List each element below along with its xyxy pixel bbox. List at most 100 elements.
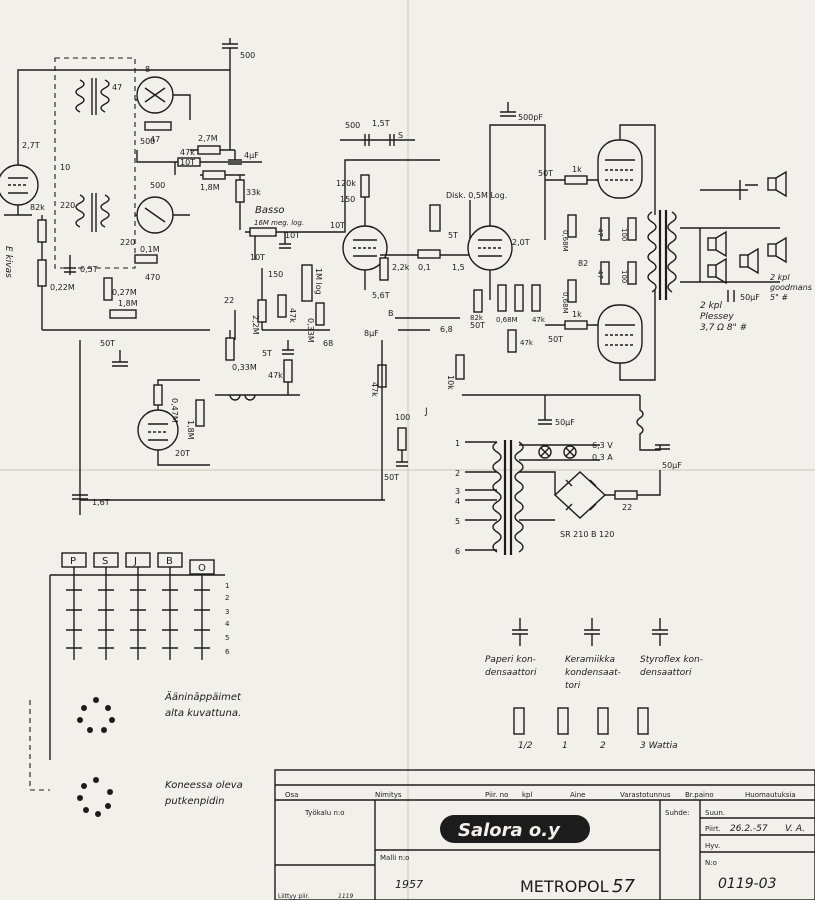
switch-key-s[interactable]: S	[93, 552, 119, 568]
label-r1k-a: 1k	[572, 165, 582, 174]
label-8: 8	[145, 65, 150, 74]
label-r0-47m: 0,47M	[170, 398, 179, 423]
label-2-7t: 2,7T	[22, 141, 40, 150]
output-tube-upper	[597, 139, 643, 199]
label-c1-5t: 1,5T	[372, 119, 390, 128]
col-aine: Aine	[570, 791, 585, 799]
resistor-1-8m-c	[195, 399, 205, 427]
salora-logo-text: Salora o.y	[458, 820, 561, 841]
tone-control-stage: Basso 16M meg. log. 10T 2,2M 47k 1M log …	[215, 205, 333, 401]
label-10: 10	[60, 163, 70, 172]
legend-styroflex-cap: Styroflex kon-densaattori	[640, 655, 703, 678]
legend-res-3-label: 3 Wattia	[640, 741, 678, 751]
speaker-icon-ext	[767, 170, 787, 198]
label-basso: Basso	[255, 205, 285, 216]
resistor-47-b	[600, 261, 610, 285]
label-r47k-f: 47k	[532, 316, 546, 324]
label-r22: 22	[622, 503, 632, 512]
label-filament-a: 0,3 A	[592, 453, 613, 462]
col-brpaino: Br.paino	[685, 791, 714, 799]
label-c50uf-a: 50μF	[555, 418, 575, 427]
label-r47-mid: 47	[150, 135, 160, 144]
label-c10t-a: 10T	[285, 231, 300, 240]
title-block: Osa Nimitys Piir. no kpl Aine Varastotun…	[274, 769, 815, 900]
row-3: 3	[225, 608, 229, 616]
lamp-icon-1	[538, 445, 552, 459]
label-r47-a: 47	[596, 228, 604, 237]
label-c50uf-b: 50μF	[740, 293, 760, 302]
label-c0-5t: 0,5T	[80, 265, 98, 274]
output-stage: 50T 1k 1k 0,68M 0,68M 82 47 47 100 10	[538, 124, 812, 381]
label-r100-a: 100	[395, 413, 410, 422]
tube-holder-icon	[77, 777, 113, 817]
label-c22: 22	[224, 296, 234, 305]
label-r0-68m-c: 0,68M	[561, 292, 569, 314]
label-b: B	[388, 309, 394, 318]
resistor-22	[614, 490, 638, 500]
resistor-0-68m-a	[497, 284, 507, 312]
label-r100-b: 100	[620, 228, 628, 241]
label-c220: 220	[120, 238, 135, 247]
diode-tube-lower	[136, 196, 174, 234]
row-4: 4	[225, 620, 230, 628]
switch-key-j[interactable]: J	[125, 552, 151, 568]
label-r0-22m-a: 0,22M	[50, 283, 75, 292]
label-c150: 150	[268, 270, 283, 279]
label-r1-8m-a: 1,8M	[200, 183, 220, 192]
label-r47k-a: 47k	[180, 148, 195, 157]
vacuum-tube-driver	[467, 225, 513, 271]
legend-res-1-label: 1	[562, 741, 568, 751]
diode-tube-upper	[136, 76, 174, 114]
row-1: 1	[225, 582, 229, 590]
suhde-label: Suhde:	[665, 809, 689, 817]
label-r47k-e: 47k	[370, 382, 379, 397]
potentiometer-1m-log	[301, 264, 313, 302]
resistor-47	[144, 121, 172, 131]
switch-key-o[interactable]: O	[189, 559, 215, 575]
switch-key-p[interactable]: P	[61, 552, 87, 568]
col-osa: Osa	[285, 791, 298, 799]
resistor-0-68m-out	[567, 214, 577, 238]
resistor-0-27m	[103, 277, 113, 301]
col-varasto: Varastotunnus	[620, 791, 671, 799]
label-r10k: 10k	[446, 375, 455, 390]
output-transformer	[647, 210, 677, 300]
col-piir: Piir. no	[485, 791, 508, 799]
if-transformer-can	[54, 57, 136, 269]
label-r1m-log: 1M log	[314, 268, 323, 295]
model-year: 1957	[395, 878, 423, 891]
speaker-icon-2	[707, 257, 727, 285]
switch-key-o-label: O	[198, 563, 206, 574]
row-5: 5	[225, 634, 229, 642]
resistor-1k-a	[564, 175, 588, 185]
label-c10t-c: 10T	[330, 221, 345, 230]
piirt-date: 26.2.-57	[730, 824, 768, 834]
label-10t-mid: 10T	[180, 158, 195, 167]
label-r47k-d: 47k	[520, 339, 534, 347]
label-c4uf: 4μF	[244, 151, 259, 160]
no-label: N:o	[705, 859, 717, 867]
label-c500pf: 500pF	[518, 113, 543, 122]
tube-socket	[77, 697, 115, 733]
label-disk-pot: Disk. 0,5M Log.	[446, 191, 507, 200]
label-2-0t: 2,0T	[512, 238, 530, 247]
pin-5: 5	[455, 517, 460, 526]
label-e-kivas: E kivas	[3, 246, 13, 278]
label-c500-top: 500	[240, 51, 255, 60]
label-rectifier: SR 210 B 120	[560, 530, 614, 539]
col-huom: Huomautuksia	[745, 791, 796, 799]
piirt-label: Piirt.	[705, 825, 721, 833]
label-50t-out: 50T	[538, 169, 553, 178]
label-r1-8m-c: 1,8M	[186, 420, 195, 440]
model-number: 57	[612, 876, 635, 897]
salora-logo: Salora o.y	[440, 815, 590, 843]
power-supply: 50μF 1 2 3 4 5 6 6,3 V 0,3 A 22	[455, 395, 682, 556]
label-c5t-b: 5T	[448, 231, 458, 240]
input-stage: 2,7T E kivas 10 220 47 8 47	[0, 38, 385, 515]
switch-key-b[interactable]: B	[157, 552, 183, 568]
model-name: METROPOL	[520, 877, 609, 896]
label-r33k: 33k	[246, 188, 261, 197]
label-r500: 500	[150, 181, 165, 190]
resistor-47k-low	[283, 359, 293, 383]
